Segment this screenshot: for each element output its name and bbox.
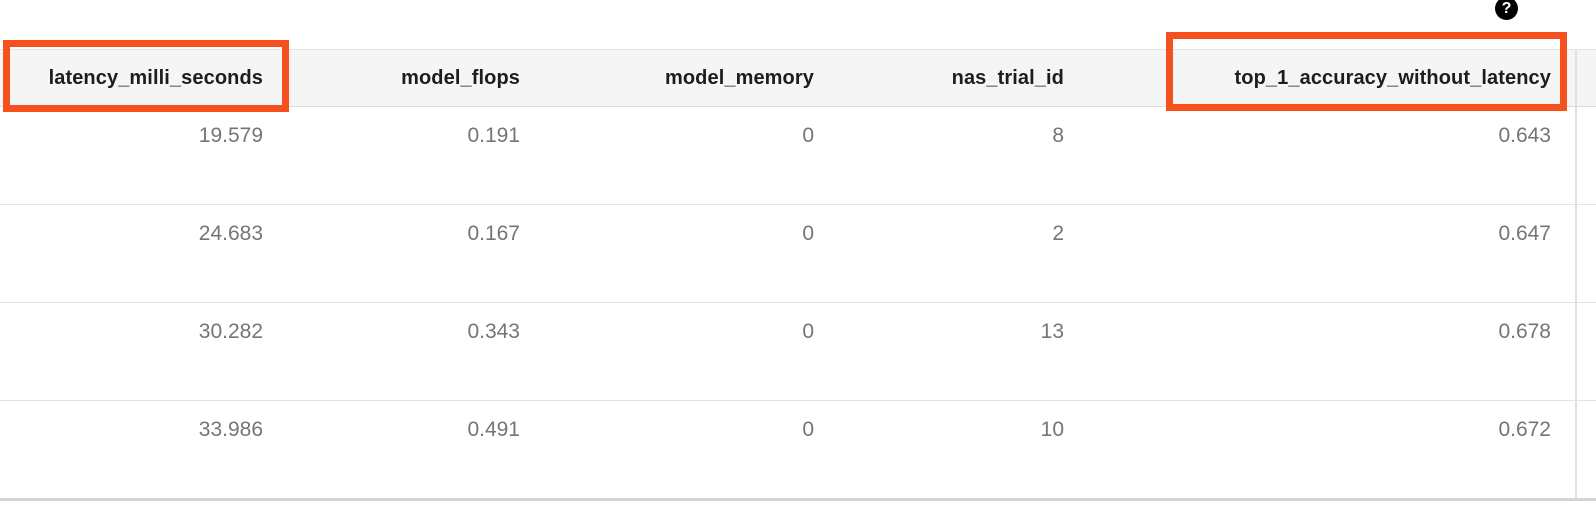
next-column-sliver-header [1575,50,1596,106]
table-row: 19.579 0.191 0 8 0.643 [0,107,1596,205]
metrics-table: latency_milli_seconds model_flops model_… [0,49,1596,501]
table-cell: 19.579 [198,124,263,147]
table-cell: 30.282 [198,320,263,343]
header-cell-top-1-accuracy-without-latency: top_1_accuracy_without_latency [1234,66,1551,89]
table-cell: 0.643 [1498,124,1551,147]
table-header-row: latency_milli_seconds model_flops model_… [0,49,1596,107]
table-cell: 0 [802,124,814,147]
table-cell: 33.986 [198,418,263,441]
table-cell: 24.683 [198,222,263,245]
table-cell: 8 [1052,124,1064,147]
table-cell: 0.672 [1498,418,1551,441]
table-cell: 0.191 [467,124,520,147]
header-cell-latency-milli-seconds: latency_milli_seconds [48,66,263,89]
table-row: 24.683 0.167 0 2 0.647 [0,205,1596,303]
header-cell-model-flops: model_flops [401,66,520,89]
table-cell: 0 [802,320,814,343]
table-cell: 0.167 [467,222,520,245]
table-cell: 10 [1040,418,1064,441]
table-row: 33.986 0.491 0 10 0.672 [0,401,1596,501]
help-icon[interactable]: ? [1495,0,1518,20]
next-column-sliver-cell [1575,401,1596,498]
table-cell: 0.647 [1498,222,1551,245]
table-cell: 0 [802,418,814,441]
header-cell-nas-trial-id: nas_trial_id [951,66,1064,89]
table-cell: 0 [802,222,814,245]
table-cell: 13 [1040,320,1064,343]
table-cell: 2 [1052,222,1064,245]
next-column-sliver-cell [1575,303,1596,400]
table-cell: 0.678 [1498,320,1551,343]
table-cell: 0.491 [467,418,520,441]
next-column-sliver-cell [1575,107,1596,204]
next-column-sliver-cell [1575,205,1596,302]
header-cell-model-memory: model_memory [664,66,814,89]
table-cell: 0.343 [467,320,520,343]
table-row: 30.282 0.343 0 13 0.678 [0,303,1596,401]
